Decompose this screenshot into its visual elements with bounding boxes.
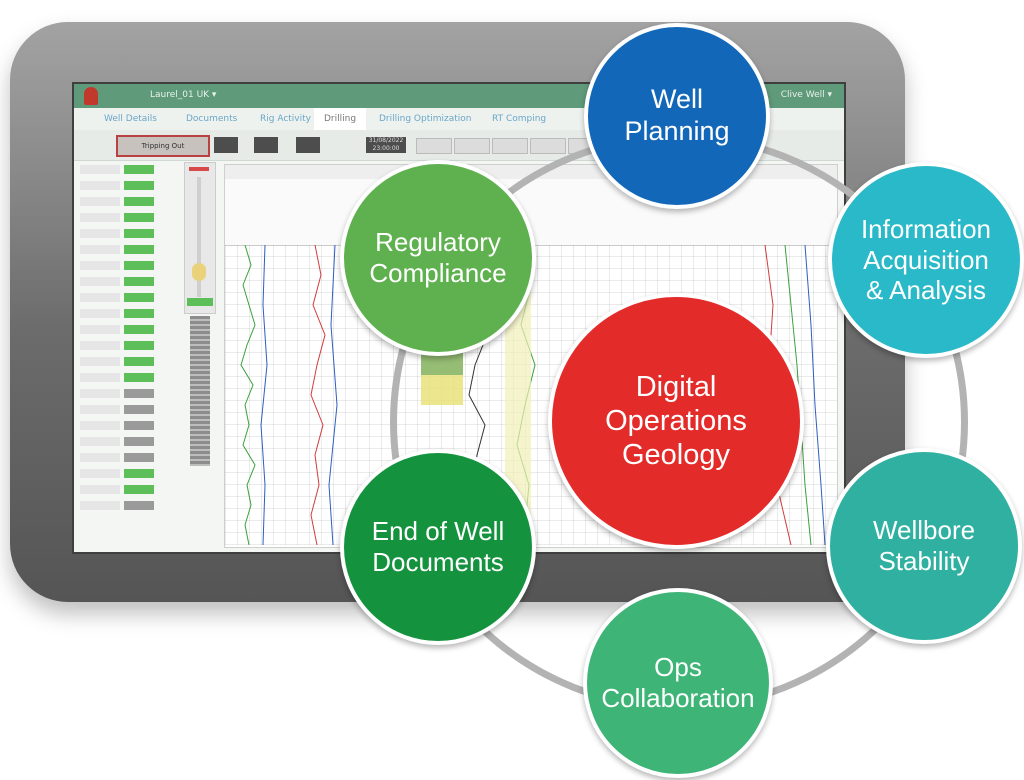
parameter-row	[80, 164, 170, 175]
tab-rig-activity[interactable]: Rig Activity	[260, 114, 311, 124]
parameter-row	[80, 500, 170, 511]
parameter-row	[80, 452, 170, 463]
parameter-row	[80, 468, 170, 479]
node-wellbore-stability-label: Wellbore Stability	[872, 515, 976, 576]
parameter-row	[80, 436, 170, 447]
readout-box	[296, 137, 320, 153]
gauge-bulb-icon	[192, 263, 206, 281]
parameter-row	[80, 420, 170, 431]
tab-rt-comping[interactable]: RT Comping	[492, 114, 547, 124]
node-well-planning: Well Planning	[584, 23, 770, 209]
readout-box	[254, 137, 278, 153]
depth-strip	[190, 316, 210, 466]
node-ops-collaboration: Ops Collaboration	[583, 588, 773, 778]
toolbar-button[interactable]	[454, 138, 490, 154]
parameter-row	[80, 228, 170, 239]
tab-well-details[interactable]: Well Details	[104, 114, 157, 124]
node-digital-operations-geology: Digital Operations Geology	[548, 293, 804, 549]
parameter-row	[80, 212, 170, 223]
parameter-row	[80, 276, 170, 287]
node-digital-operations-geology-label: Digital Operations Geology	[605, 370, 747, 472]
parameter-row	[80, 340, 170, 351]
depth-gauge	[184, 162, 216, 314]
parameter-panel	[80, 164, 170, 544]
parameter-row	[80, 404, 170, 415]
parameter-row	[80, 292, 170, 303]
node-regulatory-compliance-label: Regulatory Compliance	[369, 227, 507, 288]
toolbar-button[interactable]	[530, 138, 566, 154]
user-menu[interactable]: Clive Well ▾	[780, 90, 832, 100]
activity-indicator: Tripping Out	[116, 135, 210, 157]
readout-box	[214, 137, 238, 153]
node-information-acquisition-label: Information Acquisition & Analysis	[860, 213, 992, 306]
parameter-row	[80, 196, 170, 207]
parameter-row	[80, 356, 170, 367]
app-logo-icon	[84, 87, 98, 105]
toolbar-button[interactable]	[416, 138, 452, 154]
node-wellbore-stability: Wellbore Stability	[826, 448, 1022, 644]
tab-drilling[interactable]: Drilling	[314, 108, 367, 130]
tab-documents[interactable]: Documents	[186, 114, 238, 124]
parameter-row	[80, 244, 170, 255]
node-information-acquisition: Information Acquisition & Analysis	[828, 162, 1024, 358]
node-regulatory-compliance: Regulatory Compliance	[340, 160, 536, 356]
node-end-of-well-documents: End of Well Documents	[340, 449, 536, 645]
tab-drilling-optimization[interactable]: Drilling Optimization	[379, 114, 472, 124]
parameter-row	[80, 324, 170, 335]
parameter-row	[80, 308, 170, 319]
parameter-row	[80, 180, 170, 191]
parameter-row	[80, 484, 170, 495]
node-ops-collaboration-label: Ops Collaboration	[601, 652, 755, 713]
node-well-planning-label: Well Planning	[624, 84, 730, 146]
parameter-row	[80, 388, 170, 399]
parameter-row	[80, 372, 170, 383]
well-selector[interactable]: Laurel_01 UK ▾	[150, 90, 217, 100]
toolbar-button[interactable]	[492, 138, 528, 154]
parameter-row	[80, 260, 170, 271]
datetime-readout: 31/08/2022 23:00:00	[366, 137, 406, 153]
node-end-of-well-documents-label: End of Well Documents	[371, 516, 505, 577]
